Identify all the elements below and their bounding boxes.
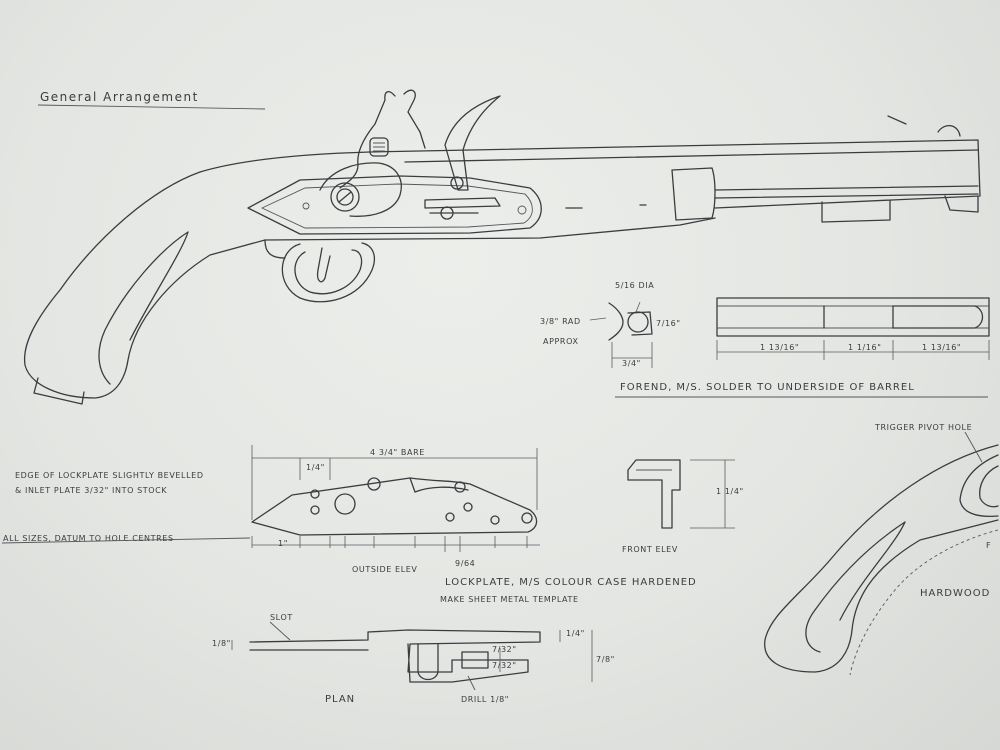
plan-732-dim-a: 7/32"	[492, 645, 517, 654]
trigger-pivot-label: TRIGGER PIVOT HOLE	[874, 423, 972, 432]
lockplate-datum-dim: 1"	[278, 539, 288, 548]
front-elevation: 1 1/4" FRONT ELEV	[622, 459, 744, 554]
drill-note: DRILL 1/8"	[461, 695, 509, 704]
forend-width-dim: 3/4"	[622, 359, 641, 368]
template-note: MAKE SHEET METAL TEMPLATE	[440, 595, 579, 604]
plan-quarter-dim: 1/4"	[566, 629, 585, 638]
front-height-dim: 1 1/4"	[716, 487, 744, 496]
hardwood-label: HARDWOOD	[920, 588, 990, 599]
stock-f-label: F	[986, 541, 991, 550]
plan-thickness-dim: 1/8"	[212, 639, 231, 648]
front-elev-label: FRONT ELEV	[622, 545, 678, 554]
plan-732-dim-b: 7/32"	[492, 661, 517, 670]
drawing-title: General Arrangement	[40, 90, 199, 104]
forend-approx-label: APPROX	[543, 337, 579, 346]
stock-detail: TRIGGER PIVOT HOLE HARDWOOD F	[764, 423, 999, 676]
barrel-dim-b: 1 1/16"	[848, 343, 881, 352]
barrel-dim-c: 1 13/16"	[922, 343, 961, 352]
bevel-note-line1: EDGE OF LOCKPLATE SLIGHTLY BEVELLED	[15, 471, 204, 480]
forend-radius-dim: 3/8" RAD	[540, 317, 581, 326]
plan-label: PLAN	[325, 694, 355, 705]
barrel-strip-detail: 1 13/16" 1 1/16" 1 13/16" FOREND, M/S. S…	[615, 297, 990, 398]
lockplate-length-dim: 4 3/4" BARE	[370, 448, 425, 457]
pistol-drawing	[23, 89, 981, 405]
plan-view: 1/8" 1/4" 7/8" 7/32" 7/32" DRILL 1/8" SL…	[212, 613, 615, 705]
outside-elev-label: OUTSIDE ELEV	[352, 565, 417, 574]
forend-height-dim: 7/16"	[656, 319, 681, 328]
title-underline	[37, 104, 266, 110]
barrel-dim-a: 1 13/16"	[760, 343, 799, 352]
forend-detail: 3/8" RAD APPROX 5/16 DIA 7/16" 3/4"	[540, 281, 681, 368]
datum-note: ALL SIZES, DATUM TO HOLE CENTRES	[3, 534, 174, 543]
lockplate-964-dim: 9/64	[455, 559, 475, 568]
slot-label: SLOT	[270, 613, 293, 622]
forend-dia-dim: 5/16 DIA	[615, 281, 654, 290]
forend-note: FOREND, M/S. SOLDER TO UNDERSIDE OF BARR…	[620, 382, 915, 393]
plan-seveneighth-dim: 7/8"	[596, 655, 615, 664]
lockplate-elevation: 4 3/4" BARE 1/4" 1" 9/64 EDGE OF LOCKPLA…	[1, 445, 697, 604]
bevel-note-line2: & INLET PLATE 3/32" INTO STOCK	[15, 486, 167, 495]
lockplate-title: LOCKPLATE, M/S COLOUR CASE HARDENED	[445, 577, 697, 588]
lockplate-quarter-dim: 1/4"	[306, 463, 325, 472]
